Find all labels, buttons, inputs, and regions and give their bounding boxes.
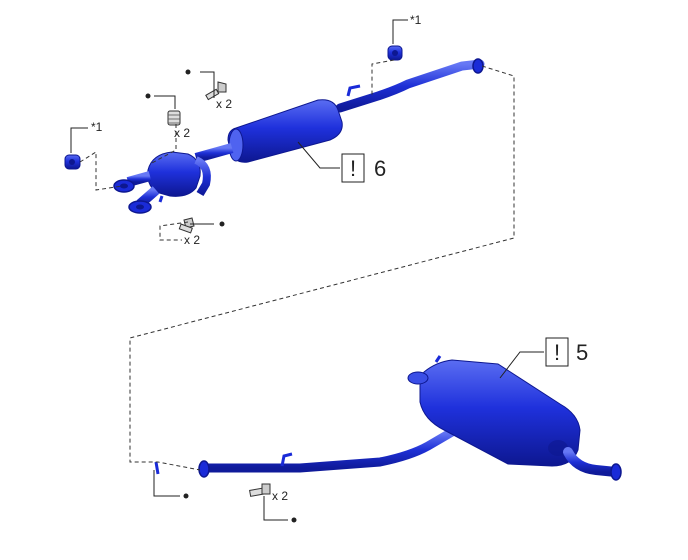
leader-stud (154, 95, 176, 109)
dashed-cushion-left (79, 151, 123, 191)
bolt-left (178, 217, 195, 234)
label-qty-bolt-left: x 2 (184, 233, 200, 247)
front-exhaust-pipe-assembly (113, 58, 485, 214)
hanger-cushion-left (64, 154, 81, 170)
leader-part-5 (499, 351, 544, 379)
leader-part-6 (297, 141, 340, 169)
front-pipe-tube (335, 59, 485, 113)
tail-outlet (563, 447, 621, 477)
dashed-link-front-to-tail (129, 65, 515, 471)
dashed-bolt-left (159, 221, 189, 241)
callout-part-5: ! 5 (545, 337, 588, 367)
tail-pipe-front-flange (198, 460, 210, 478)
label-qty-nut-top: x 2 (216, 97, 232, 111)
caution-icon: ! (554, 340, 560, 365)
nut-top (205, 81, 227, 101)
stud-bolt (167, 110, 181, 126)
front-pipe-rear-flange (472, 58, 484, 74)
tail-pipe-assembly (154, 355, 622, 481)
tail-pipe-tube (199, 427, 457, 473)
dashed-stud (149, 124, 177, 165)
part-number-6: 6 (374, 156, 386, 181)
leader-star1-top (392, 19, 408, 44)
bolt-bottom (249, 483, 271, 497)
non-reusable-dot-icon (145, 69, 297, 523)
leader-bolt-bottom (263, 496, 288, 521)
leader-tail-front (153, 470, 180, 497)
hanger-cushion-top (387, 45, 403, 61)
label-qty-bolt-bottom: x 2 (272, 489, 288, 503)
part-number-5: 5 (576, 340, 588, 365)
label-star1-left: *1 (91, 120, 103, 134)
callout-part-6: ! 6 (341, 153, 386, 183)
main-muffler (419, 359, 581, 467)
tail-pipe-hanger (280, 452, 293, 467)
dashed-cushion-top (371, 59, 395, 96)
leader-nut-top (200, 71, 215, 98)
label-star1-top: *1 (410, 13, 422, 27)
leader-star1-left (70, 127, 88, 153)
front-pipe-hanger (346, 84, 361, 97)
caution-icon: ! (350, 156, 356, 181)
center-muffler (227, 99, 343, 163)
front-pipe-mid (194, 143, 234, 163)
label-qty-stud: x 2 (174, 126, 190, 140)
